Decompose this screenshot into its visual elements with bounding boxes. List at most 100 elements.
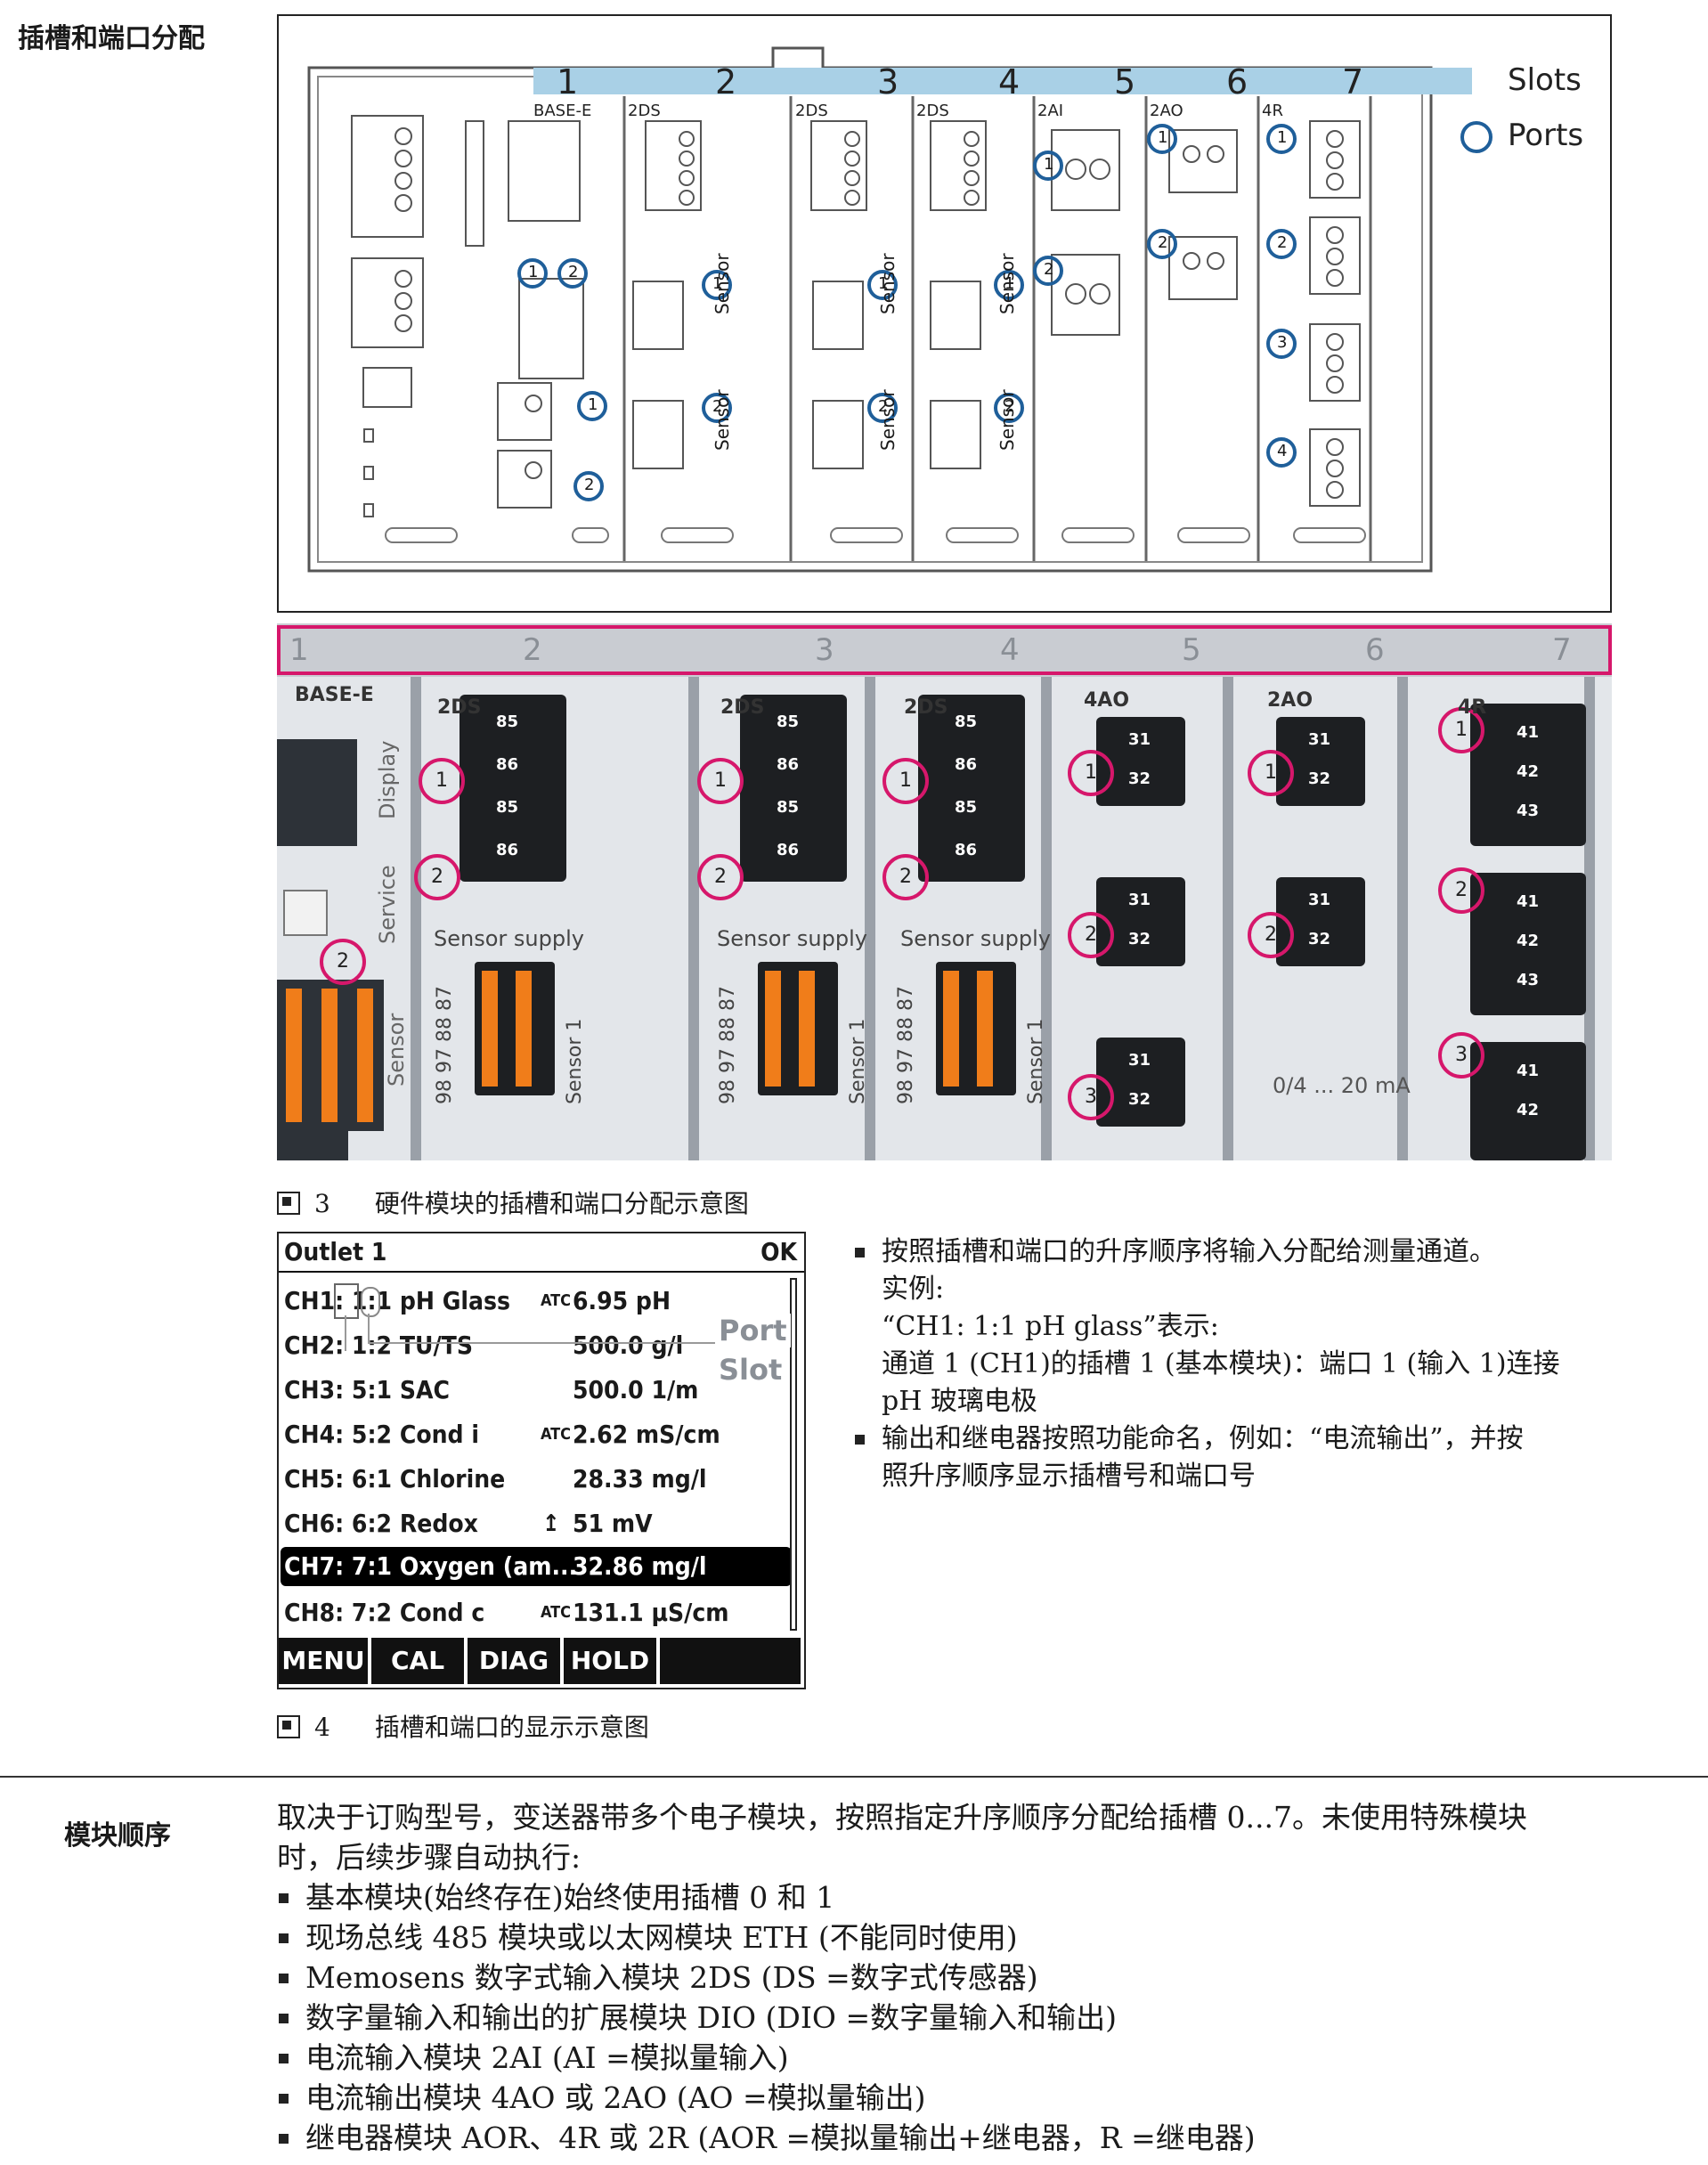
slot-number: 4 <box>998 62 1021 102</box>
channel-row[interactable]: CH3: 5:1 SAC 500.0 1/m <box>279 1371 777 1410</box>
channel-row-selected[interactable]: CH7: 7:1 Oxygen (am... 32.86 mg/l <box>281 1547 792 1586</box>
photo-port-number: 2 <box>1265 924 1277 946</box>
ao-code: 31 <box>1128 1051 1151 1070</box>
port-number: 2 <box>1004 397 1015 416</box>
port-leader-h <box>368 1342 519 1344</box>
photo-port-number: 1 <box>1085 761 1097 784</box>
photo-port-number: 3 <box>1455 1044 1468 1066</box>
channel-row[interactable]: CH1: 1:1 pH Glass ATC 6.95 pH <box>279 1282 777 1321</box>
current-range-label: 0/4 ... 20 mA <box>1273 1073 1411 1098</box>
terminal-number: 98 <box>895 1079 917 1104</box>
legend-slots-label: Slots <box>1508 62 1582 98</box>
photo-slot-number: 6 <box>1365 632 1385 668</box>
port-number: 2 <box>878 397 889 416</box>
sensor-supply-label: Sensor supply <box>434 926 584 951</box>
port-number: 1 <box>588 395 598 414</box>
photo-port-number: 3 <box>1085 1086 1097 1108</box>
terminal-code: 85 <box>496 798 519 817</box>
figure-caption-text: 插槽和端口的显示示意图 <box>374 1713 649 1742</box>
channel-label: CH7: 7:1 Oxygen (am... <box>284 1551 578 1581</box>
channel-row[interactable]: CH5: 6:1 Chlorine 28.33 mg/l <box>279 1460 777 1499</box>
photo-port-number: 1 <box>435 769 448 792</box>
hardware-photo: 1 2 3 4 5 6 7 BASE-E 2DS 2DS 2DS 4AO 2AO… <box>277 623 1612 1160</box>
photo-port-number: 1 <box>714 769 727 792</box>
channel-row[interactable]: CH2: 1:2 TU/TS 500.0 g/l <box>279 1326 777 1365</box>
terminal-code: 85 <box>496 712 519 731</box>
photo-slot-band <box>277 625 1612 675</box>
photo-slot-number: 3 <box>815 632 834 668</box>
photo-port-rings <box>320 707 1484 1120</box>
note-line: 照升序顺序显示插槽号和端口号 <box>882 1461 1256 1492</box>
photo-port-number: 2 <box>337 950 349 973</box>
module-order-item: 继电器模块 AOR、4R 或 2R (AOR =模拟量输出+继电器，R =继电器… <box>277 2118 1693 2158</box>
terminal-code: 86 <box>496 755 519 774</box>
ao-code: 31 <box>1308 891 1331 909</box>
photo-port-number-layer: 1 2 2 1 2 1 2 1 2 3 1 2 1 2 3 <box>277 623 1612 1160</box>
relay-terminals <box>1309 120 1361 507</box>
sensor-label: Sensor <box>877 389 899 451</box>
section-heading-slot-port: 插槽和端口分配 <box>18 23 205 54</box>
channel-row[interactable]: CH8: 7:2 Cond c ATC 131.1 µS/cm <box>279 1593 777 1632</box>
sensor-label: Sensor <box>996 253 1018 314</box>
photo-module-label: 2DS <box>904 696 948 719</box>
photo-port-number: 1 <box>899 769 912 792</box>
intro-line: 取决于订购型号，变送器带多个电子模块，按照指定升序顺序分配给插槽 0...7。未… <box>277 1800 1527 1835</box>
module-label: 2DS <box>795 102 828 120</box>
display-scrollbar[interactable] <box>790 1278 797 1631</box>
atc-icon: ATC <box>541 1291 572 1310</box>
slot-number: 6 <box>1226 62 1248 102</box>
slot-number: 7 <box>1342 62 1364 102</box>
base-terminals <box>351 115 584 517</box>
photo-port-number: 2 <box>899 866 912 888</box>
photo-module-label: 4AO <box>1084 689 1130 712</box>
section-heading-module-order: 模块顺序 <box>64 1820 171 1852</box>
hold-button[interactable]: HOLD <box>564 1638 656 1684</box>
module-order-item: 电流输出模块 4AO 或 2AO (AO =模拟量输出) <box>277 2078 1693 2118</box>
channel-row[interactable]: CH4: 5:2 Cond i ATC 2.62 mS/cm <box>279 1415 777 1454</box>
module-order-item: Memosens 数字式输入模块 2DS (DS =数字式传感器) <box>277 1957 1693 1998</box>
atc-icon: ATC <box>541 1425 572 1444</box>
port-rings <box>517 124 1297 501</box>
photo-module-label: BASE-E <box>295 684 374 706</box>
display-port-label: Display <box>375 740 400 819</box>
port-number: 2 <box>1044 260 1054 279</box>
port-number: 1 <box>712 274 723 293</box>
photo-module-label: 2DS <box>437 696 482 719</box>
diag-button[interactable]: DIAG <box>468 1638 560 1684</box>
terminal-number: 98 <box>717 1079 739 1104</box>
port-number: 2 <box>712 397 723 416</box>
slot-separators <box>622 96 1372 561</box>
terminal-number: 88 <box>434 1017 456 1042</box>
cal-button[interactable]: CAL <box>371 1638 464 1684</box>
terminal-code: 85 <box>955 798 978 817</box>
channel-label: CH6: 6:2 Redox <box>284 1509 478 1538</box>
port-leader-v <box>368 1314 370 1344</box>
photo-slot-number: 1 <box>289 632 309 668</box>
figure-number: 4 <box>314 1713 330 1742</box>
display-ok: OK <box>760 1237 797 1266</box>
empty-softkey[interactable] <box>660 1638 801 1684</box>
ao-code: 31 <box>1128 891 1151 909</box>
notes-list: 按照插槽和端口的升序顺序将输入分配给测量通道。 实例: “CH1: 1:1 pH… <box>853 1233 1655 1495</box>
menu-button[interactable]: MENU <box>279 1638 368 1684</box>
channel-value: 131.1 µS/cm <box>573 1598 729 1627</box>
channel-value: 51 mV <box>573 1509 653 1538</box>
port-number: 2 <box>1277 233 1288 252</box>
channel-row[interactable]: CH6: 6:2 Redox ↥ 51 mV <box>279 1504 777 1543</box>
relay-code: 41 <box>1517 1062 1540 1080</box>
terminal-number: 98 <box>434 1079 456 1104</box>
note-line: 输出和继电器按照功能命名，例如：“电流输出”，并按 <box>882 1423 1524 1454</box>
port-number: 4 <box>1277 442 1288 460</box>
note-line: 通道 1 (CH1)的插槽 1 (基本模块)：端口 1 (输入 1)连接 <box>882 1348 1560 1380</box>
sensor1-label: Sensor 1 <box>847 1018 869 1104</box>
housing-outline <box>307 66 1433 573</box>
note-line: 实例: <box>882 1274 945 1305</box>
terminal-number: 88 <box>717 1017 739 1042</box>
atc-icon: ATC <box>541 1603 572 1622</box>
photo-port-number: 2 <box>714 866 727 888</box>
port-highlight-box <box>361 1287 380 1317</box>
figure-caption-text: 硬件模块的插槽和端口分配示意图 <box>374 1189 749 1218</box>
terminal-number: 88 <box>895 1017 917 1042</box>
slot-annotation: Slot <box>715 1353 786 1387</box>
module-order-item: 现场总线 485 模块或以太网模块 ETH (不能同时使用) <box>277 1917 1693 1957</box>
